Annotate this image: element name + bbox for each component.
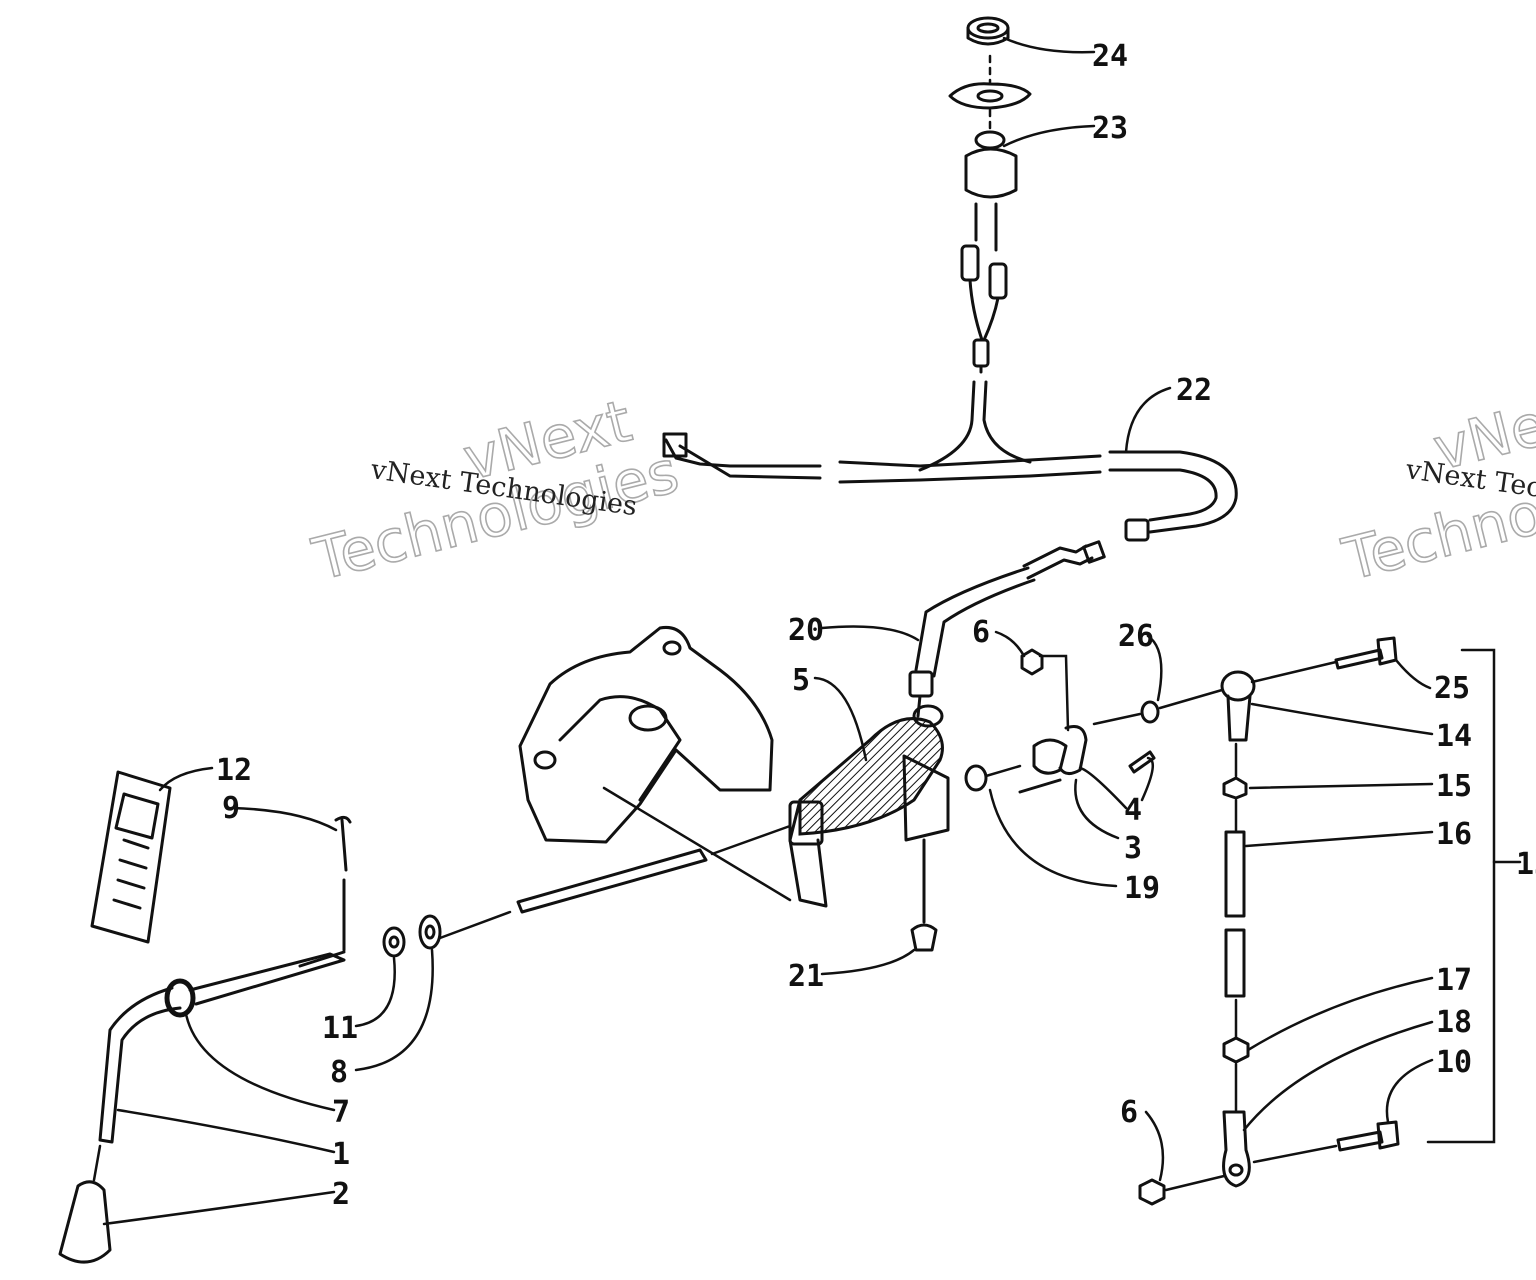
callout-10: 10 <box>1436 1045 1472 1080</box>
callout-labels: 24 23 22 20 5 6 26 25 14 15 16 13 17 18 … <box>216 39 1536 1212</box>
callout-7: 7 <box>332 1095 350 1130</box>
callout-24: 24 <box>1092 39 1128 74</box>
part-brake-housing <box>518 625 774 844</box>
callout-1: 1 <box>332 1137 350 1172</box>
watermark-right: vNext Technologies vNext Technologies <box>1335 376 1536 595</box>
part-4-cotter-pin <box>1128 750 1156 774</box>
part-star-washer <box>948 82 1032 110</box>
callout-23: 23 <box>1092 111 1128 146</box>
callout-6-lower: 6 <box>1120 1095 1138 1130</box>
callout-6-upper: 6 <box>972 615 990 650</box>
part-shaft <box>438 786 792 940</box>
callout-3: 3 <box>1124 831 1142 866</box>
callout-21: 21 <box>788 959 824 994</box>
rod-assembly-bracket <box>1426 648 1522 1144</box>
part-19-washer <box>964 764 988 792</box>
part-14-rod-end <box>1220 670 1256 742</box>
callout-9: 9 <box>222 791 240 826</box>
part-20-cable <box>908 566 1036 718</box>
part-2-grip <box>58 1180 112 1264</box>
part-18-rod-end <box>1222 1110 1251 1188</box>
part-25-bolt <box>1334 636 1398 670</box>
part-8-washer <box>418 914 442 950</box>
part-3-clip <box>1018 725 1088 794</box>
part-15-nut <box>1222 776 1248 800</box>
callout-2: 2 <box>332 1177 350 1212</box>
callout-25: 25 <box>1434 671 1470 706</box>
callout-20: 20 <box>788 613 824 648</box>
callout-15: 15 <box>1436 769 1472 804</box>
part-10-bolt <box>1336 1120 1400 1152</box>
part-12-decal <box>90 770 172 944</box>
callout-4: 4 <box>1124 793 1142 828</box>
part-switch-wiring <box>960 244 1008 374</box>
part-5-lever-bracket <box>788 704 950 908</box>
callout-17: 17 <box>1436 963 1472 998</box>
part-6-nut-lower <box>1138 1178 1166 1206</box>
callout-13: 13 <box>1516 847 1536 882</box>
callout-19: 19 <box>1124 871 1160 906</box>
callout-18: 18 <box>1436 1005 1472 1040</box>
part-11-washer <box>382 926 406 958</box>
callout-16: 16 <box>1436 817 1472 852</box>
callout-12: 12 <box>216 753 252 788</box>
part-9-pin <box>298 815 352 968</box>
part-16-rod <box>1224 830 1246 998</box>
part-22-wire-harness <box>662 380 1238 580</box>
callout-14: 14 <box>1436 719 1472 754</box>
watermark-left: vNext Technologies vNext Technologies <box>305 386 686 595</box>
assembly-axis-lines <box>92 54 1338 1192</box>
callout-22: 22 <box>1176 373 1212 408</box>
callout-8: 8 <box>330 1055 348 1090</box>
callout-11: 11 <box>322 1011 358 1046</box>
part-6-nut-upper <box>1020 648 1044 676</box>
part-24-cap <box>966 16 1010 46</box>
part-21-cap <box>910 838 938 952</box>
part-23-switch <box>964 130 1018 252</box>
part-17-nut <box>1222 1036 1250 1064</box>
callout-5: 5 <box>792 663 810 698</box>
part-7-bushing <box>166 980 194 1016</box>
part-1-lever <box>98 952 346 1144</box>
callout-leaders <box>102 36 1434 1226</box>
part-26-washer <box>1140 700 1160 724</box>
callout-26: 26 <box>1118 619 1154 654</box>
